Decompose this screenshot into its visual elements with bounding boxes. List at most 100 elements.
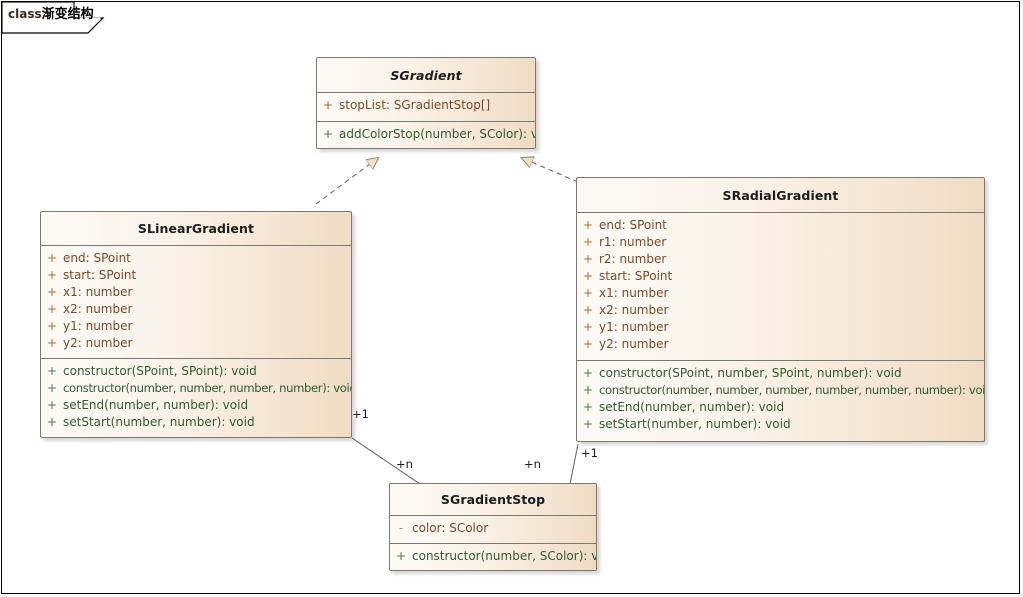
- method-row: + setStart(number, number): void: [577, 417, 984, 434]
- visibility-marker: +: [46, 268, 58, 282]
- attribute-row: + r2: number: [577, 252, 984, 269]
- attribute-row: + y2: number: [41, 336, 351, 353]
- class-box-sgradientstop[interactable]: SGradientStop - color: SColor + construc…: [389, 483, 597, 571]
- method-text: setStart(number, number): void: [63, 415, 255, 429]
- attribute-row: + r1: number: [577, 235, 984, 252]
- multiplicity-radial-n: +n: [524, 457, 541, 471]
- visibility-marker: +: [46, 251, 58, 265]
- attribute-row: + x2: number: [577, 303, 984, 320]
- methods-slineargradient: + constructor(SPoint, SPoint): void + co…: [41, 358, 351, 438]
- visibility-marker: +: [46, 319, 58, 333]
- multiplicity-linear-n: +n: [396, 457, 413, 471]
- method-text: constructor(SPoint, number, SPoint, numb…: [599, 366, 902, 380]
- methods-sradialgradient: + constructor(SPoint, number, SPoint, nu…: [577, 360, 984, 441]
- methods-sgradient: + addColorStop(number, SColor): void: [317, 121, 535, 149]
- visibility-marker: +: [582, 252, 594, 266]
- method-text: constructor(number, number, number, numb…: [63, 381, 351, 395]
- attribute-text: r1: number: [599, 235, 667, 249]
- visibility-marker: +: [582, 417, 594, 431]
- multiplicity-linear-one: +1: [352, 407, 369, 421]
- method-row: + constructor(SPoint, number, SPoint, nu…: [577, 366, 984, 383]
- class-box-slineargradient[interactable]: SLinearGradient + end: SPoint + start: S…: [40, 211, 352, 438]
- attribute-text: y1: number: [599, 320, 669, 334]
- attribute-text: x2: number: [63, 302, 133, 316]
- visibility-marker: +: [46, 398, 58, 412]
- visibility-marker: +: [46, 336, 58, 350]
- attribute-text: start: SPoint: [599, 269, 673, 283]
- visibility-marker: +: [322, 98, 334, 112]
- visibility-marker: +: [582, 320, 594, 334]
- attribute-row: + y2: number: [577, 337, 984, 354]
- attributes-slineargradient: + end: SPoint + start: SPoint + x1: numb…: [41, 246, 351, 358]
- method-row: + constructor(number, number, number, nu…: [577, 383, 984, 400]
- method-row: + constructor(number, number, number, nu…: [41, 381, 351, 398]
- method-row: + addColorStop(number, SColor): void: [317, 127, 535, 144]
- visibility-marker: +: [46, 415, 58, 429]
- method-text: setEnd(number, number): void: [599, 400, 785, 414]
- visibility-marker: +: [582, 218, 594, 232]
- method-text: constructor(number, SColor): void: [412, 549, 596, 563]
- method-row: + setEnd(number, number): void: [577, 400, 984, 417]
- visibility-marker: +: [46, 364, 58, 378]
- attribute-text: y2: number: [599, 337, 669, 351]
- attribute-text: r2: number: [599, 252, 667, 266]
- method-text: addColorStop(number, SColor): void: [339, 127, 535, 141]
- visibility-marker: +: [582, 337, 594, 351]
- attributes-sgradient: + stopList: SGradientStop[]: [317, 93, 535, 121]
- attribute-row: + end: SPoint: [577, 218, 984, 235]
- attribute-row: + x2: number: [41, 302, 351, 319]
- attribute-text: end: SPoint: [599, 218, 667, 232]
- attribute-text: x2: number: [599, 303, 669, 317]
- attribute-text: start: SPoint: [63, 268, 137, 282]
- visibility-marker: +: [582, 383, 594, 397]
- visibility-marker: +: [582, 286, 594, 300]
- frame-tab-label: class渐变结构: [8, 7, 94, 22]
- frame-tab-name: 渐变结构: [41, 7, 94, 22]
- attribute-row: + x1: number: [577, 286, 984, 303]
- attribute-row: + y1: number: [577, 320, 984, 337]
- visibility-marker: +: [582, 235, 594, 249]
- visibility-marker: +: [582, 400, 594, 414]
- method-text: setStart(number, number): void: [599, 417, 791, 431]
- attribute-row: + start: SPoint: [577, 269, 984, 286]
- class-box-sradialgradient[interactable]: SRadialGradient + end: SPoint + r1: numb…: [576, 177, 985, 442]
- attribute-text: color: SColor: [412, 521, 489, 535]
- attribute-row: + stopList: SGradientStop[]: [317, 98, 535, 115]
- attributes-sgradientstop: - color: SColor: [390, 516, 596, 543]
- attribute-text: x1: number: [63, 285, 133, 299]
- method-text: setEnd(number, number): void: [63, 398, 249, 412]
- attribute-row: + x1: number: [41, 285, 351, 302]
- attribute-row: + start: SPoint: [41, 268, 351, 285]
- visibility-marker: +: [46, 302, 58, 316]
- attribute-text: y1: number: [63, 319, 133, 333]
- class-box-sgradient[interactable]: SGradient + stopList: SGradientStop[] + …: [316, 57, 536, 149]
- attribute-row: + y1: number: [41, 319, 351, 336]
- method-row: + setEnd(number, number): void: [41, 398, 351, 415]
- attributes-sradialgradient: + end: SPoint + r1: number + r2: number …: [577, 213, 984, 360]
- attribute-text: x1: number: [599, 286, 669, 300]
- visibility-marker: +: [46, 285, 58, 299]
- class-title-slineargradient: SLinearGradient: [41, 212, 351, 246]
- visibility-marker: +: [322, 127, 334, 141]
- method-row: + setStart(number, number): void: [41, 415, 351, 432]
- visibility-marker: +: [582, 366, 594, 380]
- visibility-marker: +: [582, 269, 594, 283]
- class-title-sradialgradient: SRadialGradient: [577, 178, 984, 213]
- visibility-marker: -: [398, 521, 404, 535]
- multiplicity-radial-one: +1: [581, 446, 598, 460]
- attribute-text: end: SPoint: [63, 251, 131, 265]
- visibility-marker: +: [582, 303, 594, 317]
- attribute-text: stopList: SGradientStop[]: [339, 98, 491, 112]
- attribute-row: - color: SColor: [390, 521, 596, 538]
- methods-sgradientstop: + constructor(number, SColor): void: [390, 543, 596, 570]
- method-row: + constructor(SPoint, SPoint): void: [41, 364, 351, 381]
- visibility-marker: +: [46, 381, 58, 395]
- class-title-sgradient: SGradient: [317, 58, 535, 93]
- attribute-row: + end: SPoint: [41, 251, 351, 268]
- attribute-text: y2: number: [63, 336, 133, 350]
- method-text: constructor(number, number, number, numb…: [599, 383, 984, 397]
- method-row: + constructor(number, SColor): void: [390, 549, 596, 566]
- visibility-marker: +: [395, 549, 407, 563]
- class-title-sgradientstop: SGradientStop: [390, 484, 596, 516]
